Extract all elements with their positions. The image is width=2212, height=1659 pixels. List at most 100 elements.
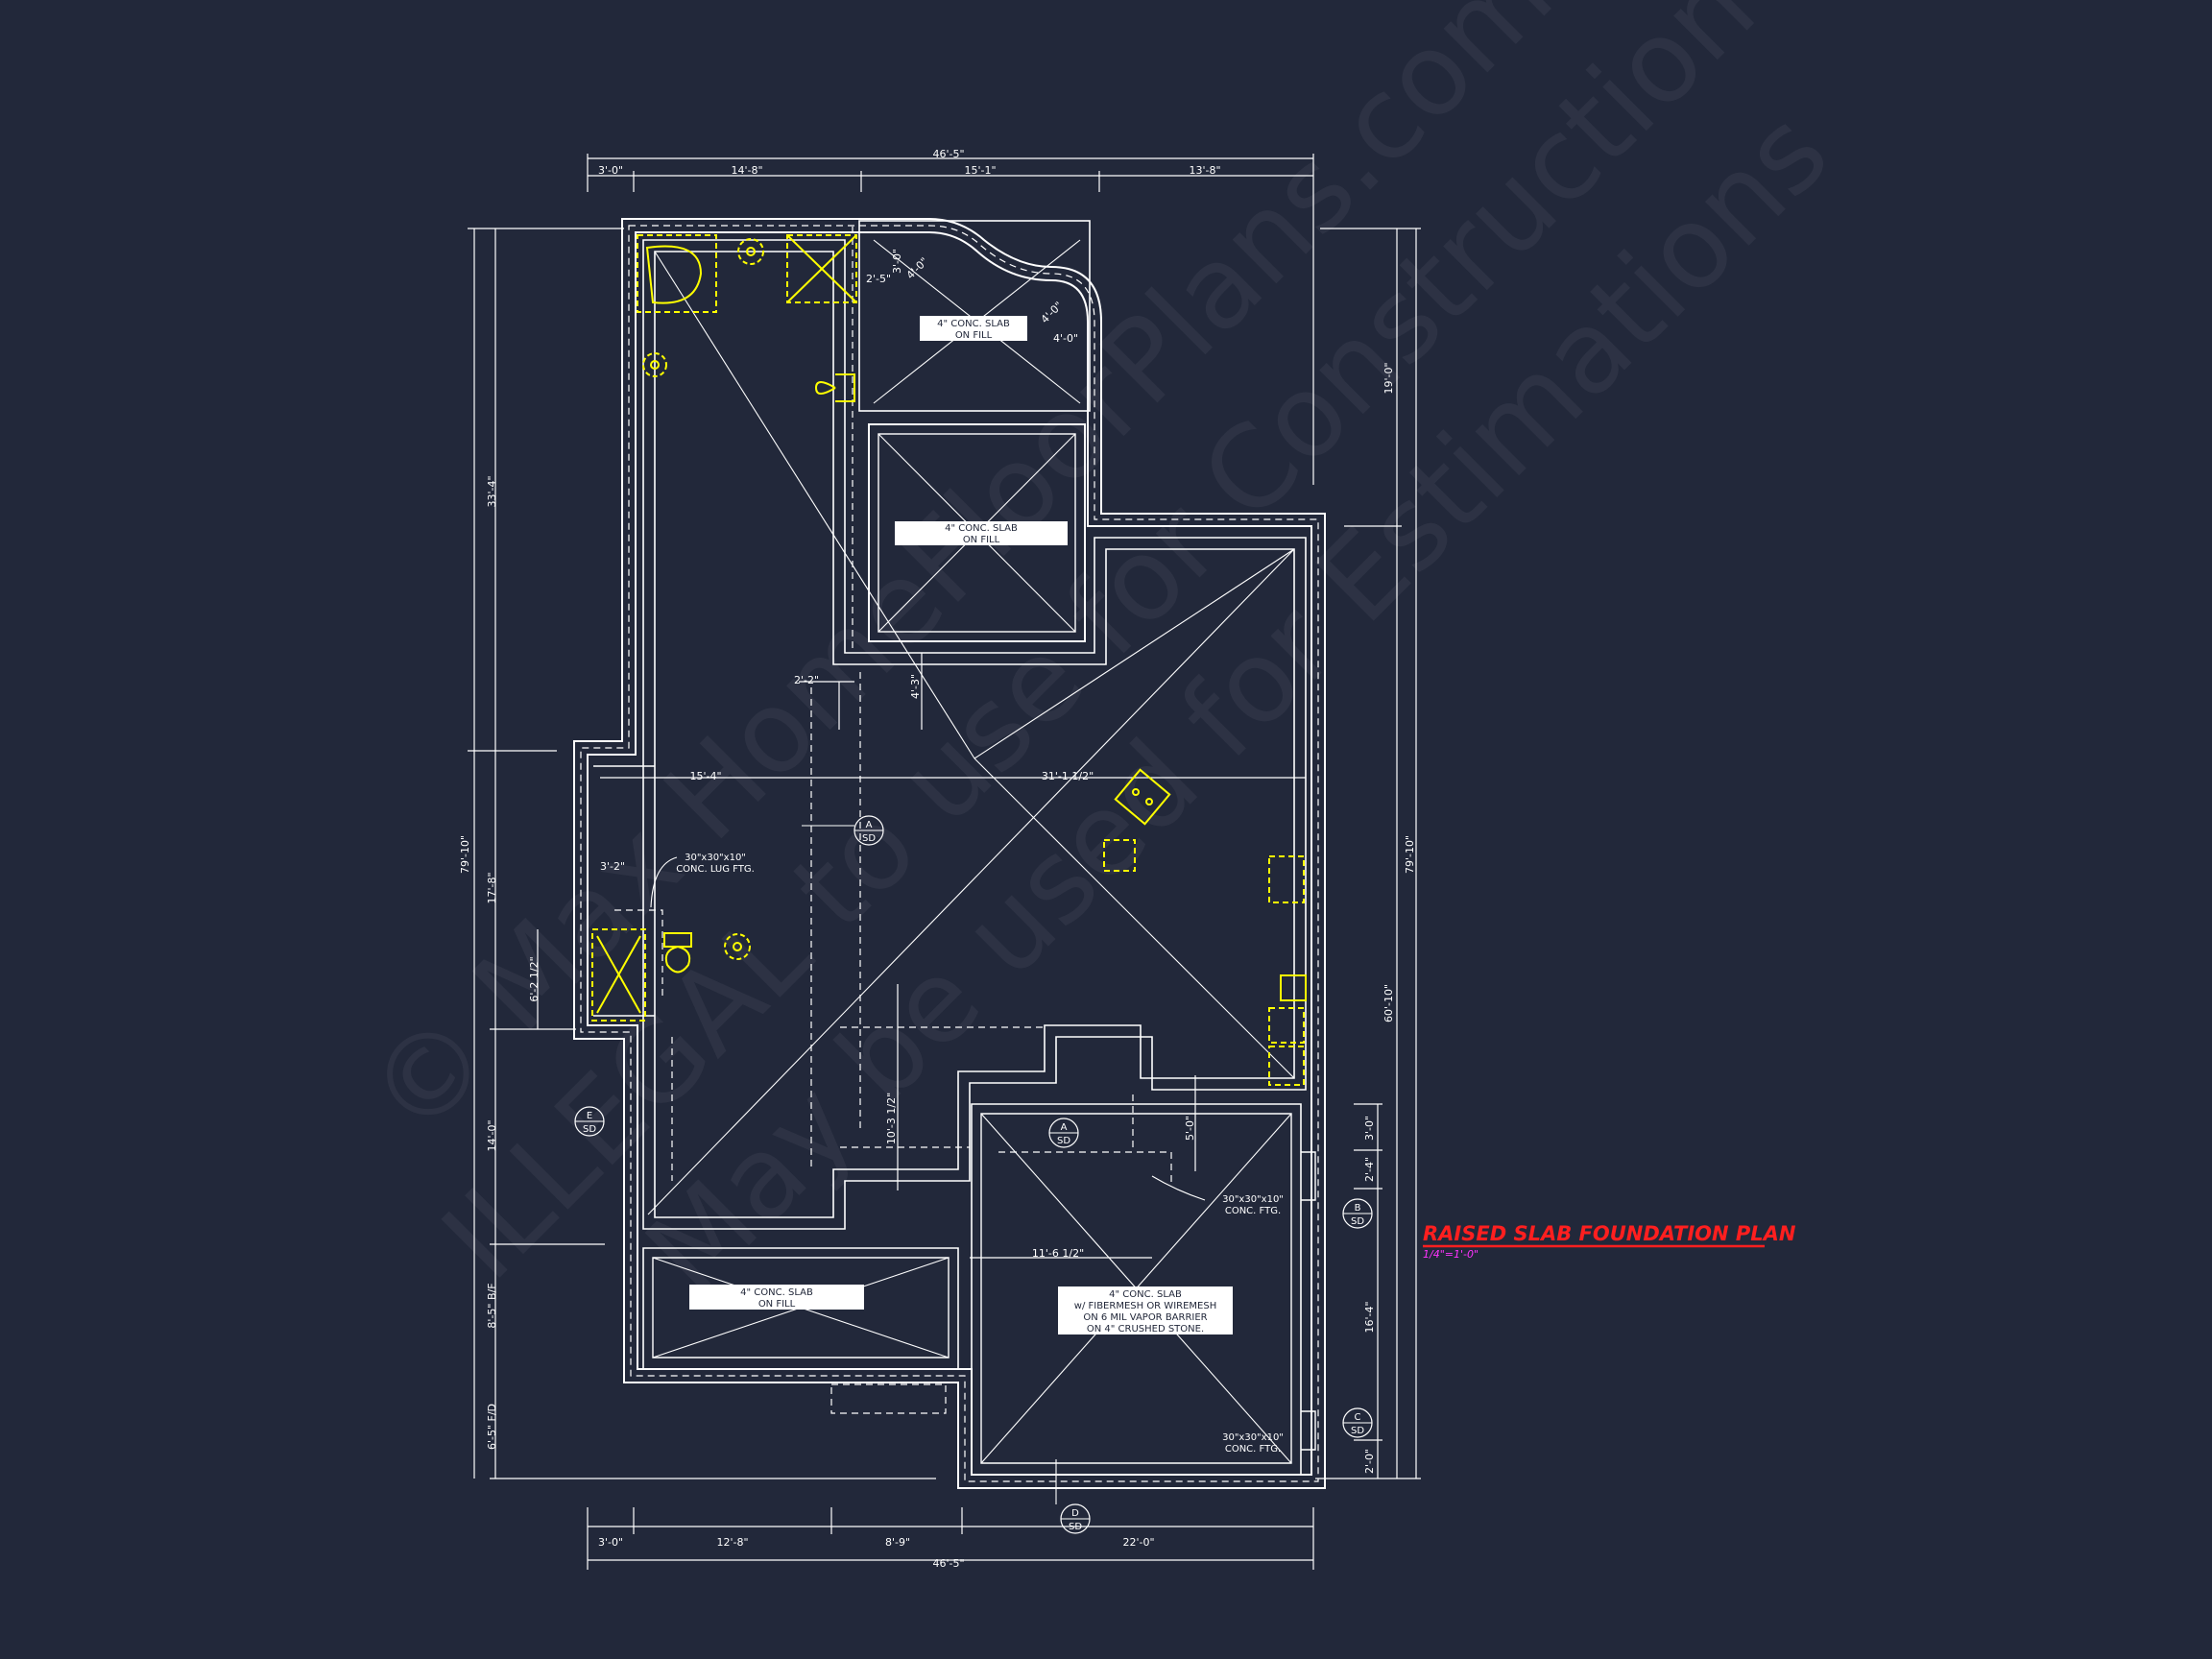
toilet-icon xyxy=(663,932,692,974)
leader-line xyxy=(1151,1175,1206,1201)
dim-right: 19'-0" xyxy=(1382,362,1395,394)
dim-left: 14'-0" xyxy=(486,1119,498,1151)
drain-icon xyxy=(737,238,764,265)
note-slab: ON FILL xyxy=(963,535,1000,545)
dim-bottom-seg: 8'-9" xyxy=(885,1536,910,1549)
dim-interior: 4'-0" xyxy=(904,255,931,282)
note-box xyxy=(689,1285,864,1310)
section-marker-a: A SD xyxy=(802,815,884,846)
section-marker-c: C SD xyxy=(1342,1407,1373,1438)
dim-right: 79'-10" xyxy=(1404,835,1416,874)
plan-title-block: RAISED SLAB FOUNDATION PLAN 1/4"=1'-0" xyxy=(1423,1222,1796,1261)
dim-bottom-seg: 3'-0" xyxy=(598,1536,623,1549)
note-conc-ftg: 30"x30"x10" xyxy=(1222,1194,1284,1205)
note-lug-ftg: 30"x30"x10" xyxy=(685,853,746,863)
note-slab: ON FILL xyxy=(955,330,993,341)
plan-title: RAISED SLAB FOUNDATION PLAN xyxy=(1423,1222,1796,1245)
dim-interior: 5'-0" xyxy=(1184,1116,1196,1141)
note-slab: 4" CONC. SLAB xyxy=(945,523,1018,534)
section-marker-b: B SD xyxy=(1342,1198,1373,1229)
bottom-dimensions: 3'-0" 12'-8" 8'-9" 22'-0" 46'-5" xyxy=(598,1536,1155,1570)
plan-scale: 1/4"=1'-0" xyxy=(1423,1248,1479,1261)
dimension-lines xyxy=(468,154,1421,1570)
right-dimensions: 19'-0" 79'-10" 60'-10" 3'-0" 2'-4" 16'-4… xyxy=(1363,362,1416,1474)
section-ref: SD xyxy=(1057,1136,1070,1146)
dim-left: 6'-5" F/D xyxy=(486,1404,498,1450)
shower-fixture xyxy=(591,928,646,1022)
note-conc-ftg: 30"x30"x10" xyxy=(1222,1432,1284,1443)
note-slab: ON FILL xyxy=(758,1299,796,1310)
note-box xyxy=(920,316,1027,341)
section-letter: E xyxy=(587,1111,592,1121)
top-dimensions: 46'-5" 3'-0" 14'-8" 15'-1" 13'-8" xyxy=(598,148,1221,177)
shower-fixture xyxy=(786,234,857,303)
section-ref: SD xyxy=(1069,1522,1082,1532)
drain-icon xyxy=(642,352,667,377)
dim-left: 17'-8" xyxy=(486,872,498,903)
dim-bottom-overall: 46'-5" xyxy=(932,1557,964,1570)
fixture-box xyxy=(1280,974,1307,1001)
dim-right: 16'-4" xyxy=(1363,1301,1376,1333)
fixture-box xyxy=(1268,855,1305,903)
note-conc-ftg: CONC. FTG. xyxy=(1225,1206,1281,1216)
dim-interior: 3'-0" xyxy=(891,249,903,274)
footing-dashed-lines xyxy=(580,225,1319,1482)
note-garage-slab: ON 4" CRUSHED STONE. xyxy=(1087,1324,1204,1334)
section-letter: A xyxy=(866,820,873,830)
section-ref: SD xyxy=(1351,1426,1364,1436)
dim-right: 2'-4" xyxy=(1363,1157,1376,1182)
toilet-icon xyxy=(814,373,855,402)
dim-interior: 3'-2" xyxy=(600,860,625,873)
section-ref: SD xyxy=(583,1124,596,1135)
dim-interior: 11'-6 1/2" xyxy=(1032,1247,1084,1260)
dim-top-overall: 46'-5" xyxy=(932,148,964,160)
dim-interior: 4'-0" xyxy=(1053,332,1078,345)
section-ref: SD xyxy=(862,833,876,844)
dim-interior: 2'-5" xyxy=(866,273,891,285)
note-box xyxy=(1058,1286,1233,1334)
dim-top-seg: 3'-0" xyxy=(598,164,623,177)
dim-right: 2'-0" xyxy=(1363,1449,1376,1474)
dim-interior: 31'-1 1/2" xyxy=(1042,770,1094,782)
foundation-walls xyxy=(573,218,1326,1489)
left-dimensions: 33'-4" 79'-10" 17'-8" 14'-0" 8'-5" B/F 6… xyxy=(459,475,541,1450)
note-lug-ftg: CONC. LUG FTG. xyxy=(676,864,755,875)
section-marker-d: D SD xyxy=(1055,1459,1091,1534)
plumbing-fixtures xyxy=(591,234,1307,1086)
dim-top-seg: 13'-8" xyxy=(1189,164,1220,177)
section-letter: A xyxy=(1061,1122,1068,1133)
section-letter: B xyxy=(1355,1203,1361,1214)
section-marker-a2: A SD xyxy=(1048,1118,1079,1148)
leader-line xyxy=(650,856,678,908)
slab-notes: 4" CONC. SLAB ON FILL 4" CONC. SLAB ON F… xyxy=(650,316,1284,1455)
note-garage-slab: ON 6 MIL VAPOR BARRIER xyxy=(1083,1312,1207,1323)
dim-interior: 10'-3 1/2" xyxy=(885,1093,898,1144)
note-garage-slab: 4" CONC. SLAB xyxy=(1109,1289,1182,1300)
dim-right: 3'-0" xyxy=(1363,1116,1376,1141)
drain-icon xyxy=(724,933,751,960)
note-box xyxy=(895,521,1068,545)
dim-left: 6'-2 1/2" xyxy=(528,956,541,1001)
section-letter: C xyxy=(1355,1412,1361,1423)
section-ref: SD xyxy=(1351,1216,1364,1227)
dim-interior: 4'-3" xyxy=(909,674,922,699)
dim-left: 79'-10" xyxy=(459,835,471,874)
dim-left: 8'-5" B/F xyxy=(486,1283,498,1328)
watermark: © Max HomeFloorPlans.com ILLEGAL to use … xyxy=(343,0,1854,1318)
note-garage-slab: w/ FIBERMESH OR WIREMESH xyxy=(1074,1301,1216,1311)
fixture-box xyxy=(1268,1046,1305,1086)
dim-interior: 4'-0" xyxy=(1039,300,1066,326)
section-markers: A SD A SD B SD C SD D SD xyxy=(574,815,1373,1534)
section-marker-e: E SD xyxy=(574,1106,605,1137)
dim-interior: 15'-4" xyxy=(689,770,721,782)
dim-bottom-seg: 22'-0" xyxy=(1122,1536,1154,1549)
dim-top-seg: 15'-1" xyxy=(964,164,996,177)
dim-right: 60'-10" xyxy=(1382,984,1395,1022)
note-slab: 4" CONC. SLAB xyxy=(937,319,1010,329)
dim-interior: 2'-2" xyxy=(794,674,819,686)
section-letter: D xyxy=(1071,1508,1079,1519)
dim-left: 33'-4" xyxy=(486,475,498,507)
dim-top-seg: 14'-8" xyxy=(731,164,762,177)
note-conc-ftg: CONC. FTG. xyxy=(1225,1444,1281,1455)
